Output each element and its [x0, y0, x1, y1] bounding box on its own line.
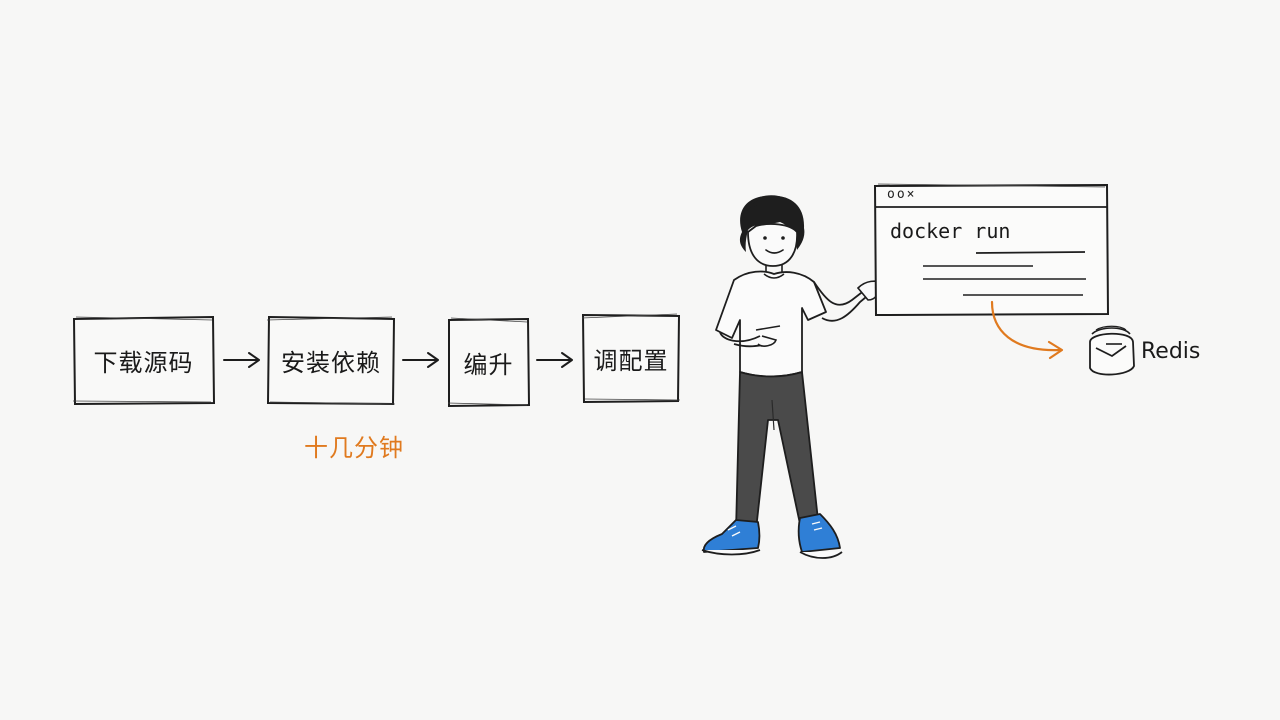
step-frame	[447, 317, 531, 408]
arrow-right-icon	[223, 352, 260, 368]
step-label: 下载源码	[93, 348, 194, 377]
step-label: 安装依赖	[281, 348, 381, 377]
step-frame	[581, 313, 681, 404]
arrow-right-icon	[536, 352, 573, 368]
step-download-source: 下载源码	[72, 315, 216, 406]
terminal-command: docker run	[890, 219, 1011, 243]
step-label: 编升	[463, 350, 514, 379]
step-label: 调配置	[593, 346, 669, 375]
terminal-window: oo× docker run	[873, 183, 1110, 317]
redis-label: Redis	[1141, 339, 1201, 364]
step-configure: 调配置	[581, 313, 681, 404]
arrow-right-icon	[402, 352, 439, 368]
window-controls-icon: oo×	[887, 187, 917, 202]
step-compile: 编升	[447, 317, 531, 408]
terminal-frame	[873, 183, 1110, 317]
time-annotation: 十几分钟	[304, 434, 404, 462]
step-frame	[266, 315, 396, 406]
step-frame	[72, 315, 216, 406]
step-install-dependencies: 安装依赖	[266, 315, 396, 406]
